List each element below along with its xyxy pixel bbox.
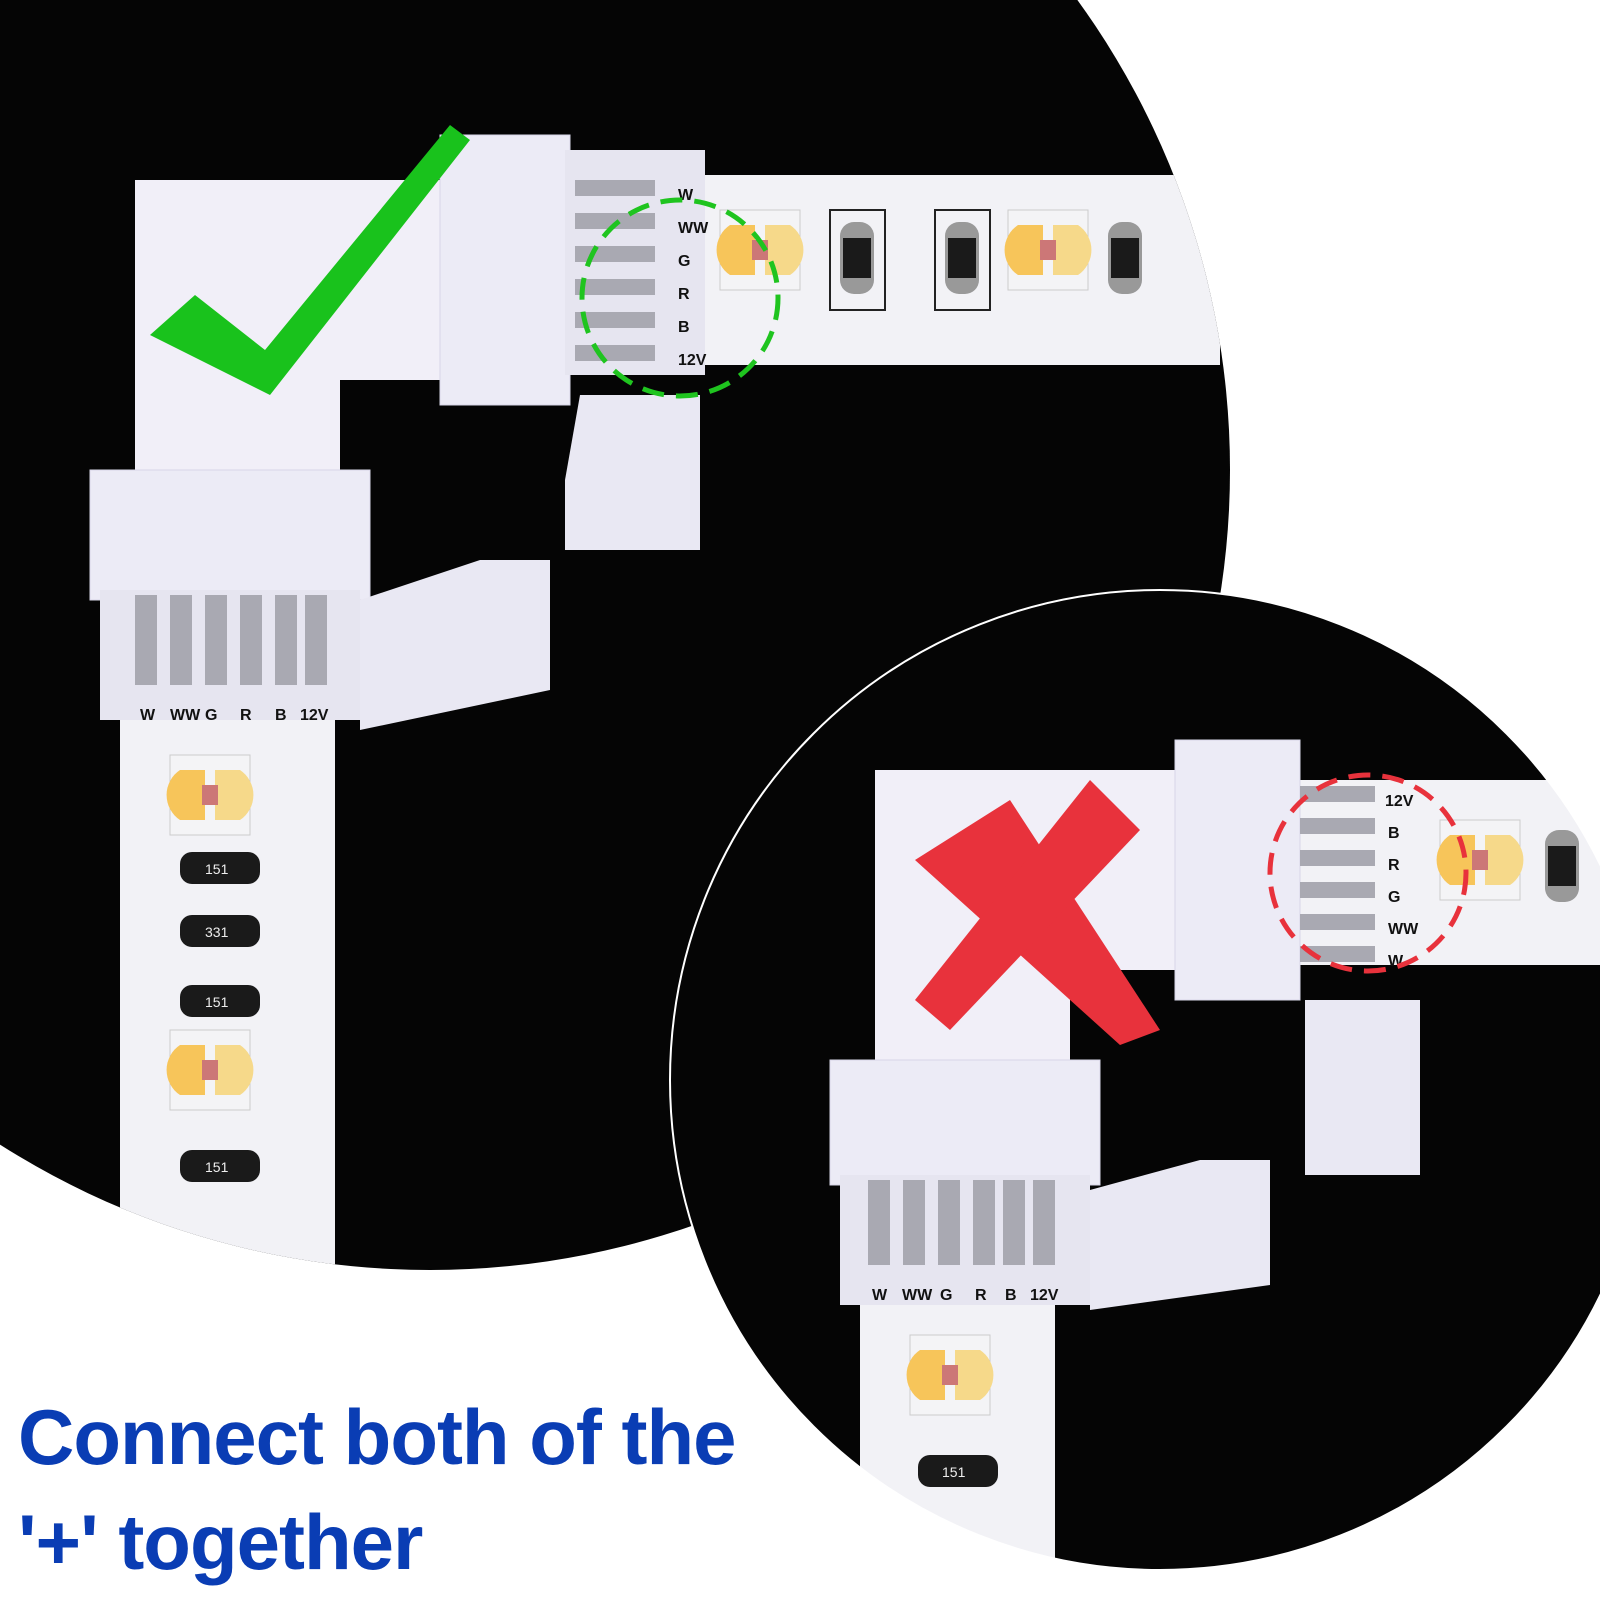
svg-text:12V: 12V [300,707,329,724]
svg-text:G: G [678,253,690,270]
svg-text:12V: 12V [1030,1287,1059,1304]
svg-text:151: 151 [205,994,229,1010]
svg-text:12V: 12V [678,352,707,369]
wrong-highlight-circle [1267,772,1469,974]
svg-text:151: 151 [205,861,229,877]
connector-latch-left [360,560,550,730]
led-chip [716,209,804,291]
svg-text:WW: WW [1388,921,1419,938]
connector-clip-left [89,469,371,601]
cross-mark-icon [915,780,1160,1045]
led-chip [166,754,254,836]
connector-latch-top [565,395,700,550]
connector-clip-left [829,1059,1101,1186]
svg-text:R: R [678,286,690,303]
check-mark-icon [150,125,470,395]
led-chip [1436,819,1524,901]
svg-text:WW: WW [170,707,201,724]
svg-text:WW: WW [678,220,709,237]
svg-text:G: G [205,707,217,724]
caption: Connect both of the '+' together [18,1385,737,1595]
svg-text:G: G [1388,889,1400,906]
svg-text:B: B [678,319,690,336]
svg-text:331: 331 [205,924,229,940]
led-chip [166,1029,254,1111]
svg-text:W: W [140,707,156,724]
svg-text:B: B [1388,825,1400,842]
svg-text:WW: WW [902,1287,933,1304]
led-chip [906,1334,994,1416]
caption-line-1: Connect both of the [18,1393,737,1481]
svg-text:B: B [275,707,287,724]
caption-line-2: '+' together [18,1498,423,1586]
led-chip [1004,209,1092,291]
connector-clip-top [1174,739,1301,1001]
svg-text:W: W [872,1287,888,1304]
svg-text:151: 151 [942,1464,966,1480]
svg-text:12V: 12V [1385,793,1414,810]
connector-latch-left [1090,1160,1270,1310]
correct-highlight-circle [579,197,781,399]
pin-labels-left: W WW G R B 12V [140,707,329,724]
svg-text:151: 151 [205,1159,229,1175]
svg-text:B: B [1005,1287,1017,1304]
svg-text:R: R [975,1287,987,1304]
wrong-connection-panel: 12V B R G WW W W WW G R B 12V 151 [670,590,1600,1570]
svg-text:R: R [240,707,252,724]
svg-text:G: G [940,1287,952,1304]
connector-latch-top [1305,1000,1420,1175]
svg-text:R: R [1388,857,1400,874]
pin-labels-bottom: W WW G R B 12V [872,1287,1059,1304]
pin-labels-wrong: 12V B R G WW W [1385,793,1419,970]
connector-clip-top [439,134,571,406]
